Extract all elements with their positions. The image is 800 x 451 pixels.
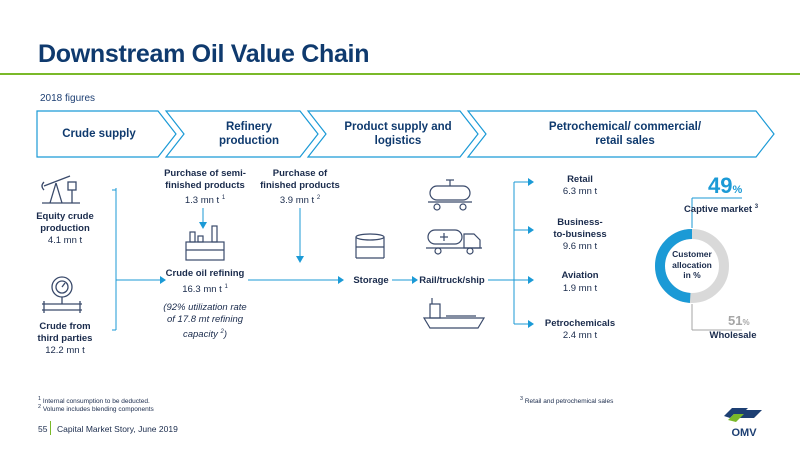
petrochemicals-value: 2.4 mn t [562, 330, 598, 341]
transport-label: Rail/truck/ship [419, 275, 485, 286]
semi-finished-purchase-title: Purchase of semi- finished products [164, 168, 246, 191]
chevron-label-sales: Petrochemical/ commercial/ retail sales [548, 121, 702, 147]
donut-center-label: Customer allocation in % [672, 249, 712, 280]
tanker-truck-icon [426, 229, 482, 255]
sales-bracket [513, 181, 530, 325]
arrow-to-transport [412, 276, 418, 284]
captive-market-label: Captive market 3 [683, 204, 759, 216]
donut-segment-captive [655, 229, 729, 303]
arrow-to-refining [160, 276, 166, 284]
page-title: Downstream Oil Value Chain [38, 40, 370, 68]
petrochemicals-title: Petrochemicals [544, 318, 616, 329]
equity-crude-title: Equity crude production [36, 211, 94, 234]
refinery-icon [185, 225, 225, 261]
equity-crude-value: 4.1 mn t [47, 235, 83, 246]
retail-title: Retail [567, 174, 593, 185]
crude-refining-value: 16.3 mn t 1 [182, 284, 228, 296]
storage-label: Storage [353, 275, 389, 286]
arrow-finished [296, 256, 304, 263]
wholesale-label: Wholesale [709, 330, 757, 341]
retail-value: 6.3 mn t [562, 186, 598, 197]
aviation-title: Aviation [561, 270, 599, 281]
chevron-label-refinery: Refinery production [218, 121, 280, 147]
value-chain-chevrons [36, 110, 775, 158]
aviation-value: 1.9 mn t [562, 283, 598, 294]
pipeline-gauge-icon [42, 276, 82, 313]
wholesale-percentage: 51% [728, 313, 750, 328]
footnote-2: 2 Volume includes blending components [38, 404, 154, 414]
figures-year-label: 2018 figures [40, 93, 96, 104]
title-divider [0, 73, 800, 75]
third-party-crude-title: Crude from third parties [37, 321, 93, 344]
rail-tank-car-icon [428, 179, 472, 211]
crude-refining-title: Crude oil refining [165, 268, 245, 279]
chevron-crude-supply [36, 110, 177, 158]
finished-purchase-value: 3.9 mn t 2 [279, 195, 321, 207]
arrow-to-storage [338, 276, 344, 284]
b2b-value: 9.6 mn t [562, 241, 598, 252]
storage-tank-icon [355, 233, 385, 259]
footnote-3: 3 Retail and petrochemical sales [520, 396, 614, 406]
page-number: 55 [38, 424, 48, 434]
semi-finished-purchase-value: 1.3 mn t 1 [184, 195, 226, 207]
chevron-refinery [164, 110, 319, 158]
supply-connector [112, 188, 160, 331]
arrow-semi-finished [199, 222, 207, 229]
chevron-label-logistics: Product supply and logistics [344, 121, 452, 147]
pumpjack-icon [41, 175, 80, 204]
chevron-label-crude-supply: Crude supply [62, 128, 136, 140]
chevron-logistics [306, 110, 479, 158]
customer-allocation-donut [655, 229, 729, 303]
chevron-sales [466, 110, 775, 158]
footnote-1: 1 Internal consumption to be deducted. [38, 396, 150, 406]
b2b-title: Business- to-business [553, 217, 607, 240]
omv-logo: OMV [724, 408, 762, 439]
footer-text: Capital Market Story, June 2019 [57, 424, 178, 434]
footer-separator [50, 421, 51, 435]
tanker-ship-icon [422, 298, 486, 329]
third-party-crude-value: 12.2 mn t [45, 345, 85, 356]
omv-logo-text: OMV [731, 427, 757, 439]
refining-utilization-note: (92% utilization rate of 17.8 mt refinin… [163, 302, 247, 341]
captive-percentage: 49% [708, 173, 743, 198]
finished-purchase-title: Purchase of finished products [260, 168, 340, 191]
